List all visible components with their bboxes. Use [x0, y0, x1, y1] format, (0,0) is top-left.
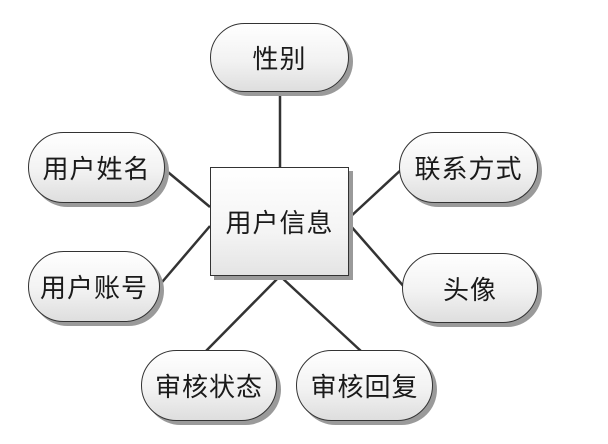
entity-user-info: 用户信息	[210, 167, 353, 280]
node-shape	[210, 23, 349, 92]
connector-review-status	[204, 275, 281, 353]
attribute-label: 用户姓名	[42, 155, 151, 185]
attribute-label: 性别	[252, 45, 307, 75]
connector-review-reply	[279, 275, 363, 353]
node-shape	[296, 350, 433, 421]
connector-avatar	[348, 223, 407, 290]
attribute-label: 审核回复	[310, 373, 419, 403]
attribute-label: 联系方式	[414, 155, 523, 185]
attribute-review-status: 审核状态	[141, 350, 281, 425]
connector-contact	[348, 167, 404, 219]
attribute-gender: 性别	[210, 23, 353, 96]
node-shape	[402, 253, 538, 323]
node-shape	[399, 132, 538, 203]
connector-user-account	[156, 225, 211, 289]
node-shape	[28, 251, 160, 322]
node-shape	[210, 167, 349, 276]
attribute-contact: 联系方式	[399, 132, 542, 207]
attribute-label: 审核状态	[154, 373, 263, 403]
connector-user-name	[162, 167, 211, 208]
attribute-review-reply: 审核回复	[296, 350, 437, 425]
attribute-label: 用户账号	[39, 274, 148, 304]
node-shape	[28, 132, 165, 203]
attribute-avatar: 头像	[402, 253, 542, 327]
attribute-label: 头像	[442, 275, 497, 306]
attribute-user-name: 用户姓名	[28, 132, 169, 207]
entity-label: 用户信息	[225, 209, 334, 239]
node-shape	[141, 350, 277, 421]
attribute-user-account: 用户账号	[28, 251, 164, 326]
